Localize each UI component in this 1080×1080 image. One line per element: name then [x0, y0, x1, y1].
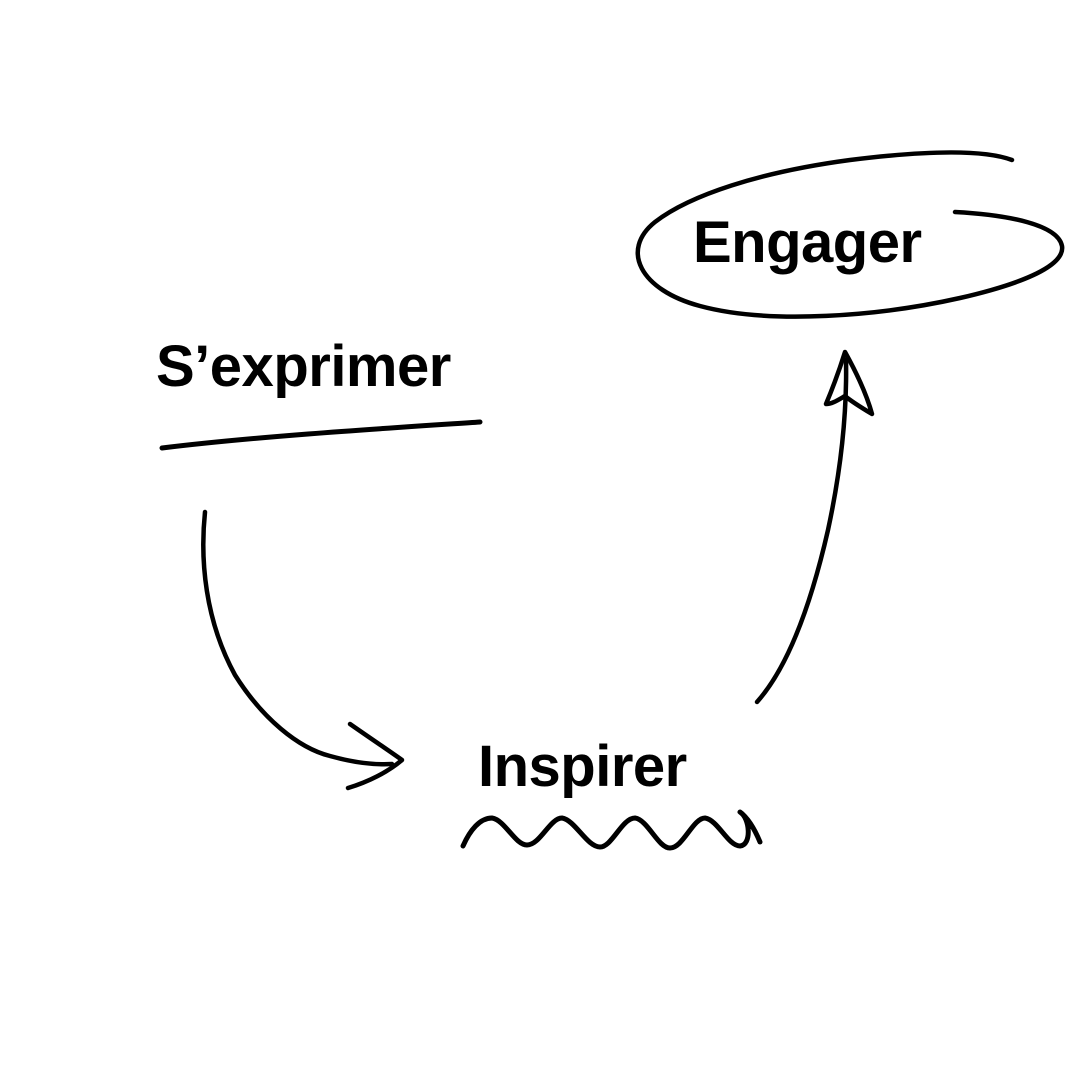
step-label-sexprimer: S’exprimer — [156, 334, 451, 399]
arrowhead-sexprimer-to-inspirer — [345, 721, 405, 791]
inspirer-zigzag — [460, 809, 763, 851]
arrow-sexprimer-to-inspirer — [201, 509, 395, 767]
arrowhead-inspirer-to-engager — [823, 349, 875, 417]
step-label-engager: Engager — [693, 210, 922, 275]
sexprimer-underline — [159, 419, 483, 451]
step-label-inspirer: Inspirer — [478, 734, 687, 799]
arrow-inspirer-to-engager — [754, 357, 849, 705]
engager-ellipse — [635, 150, 1065, 319]
